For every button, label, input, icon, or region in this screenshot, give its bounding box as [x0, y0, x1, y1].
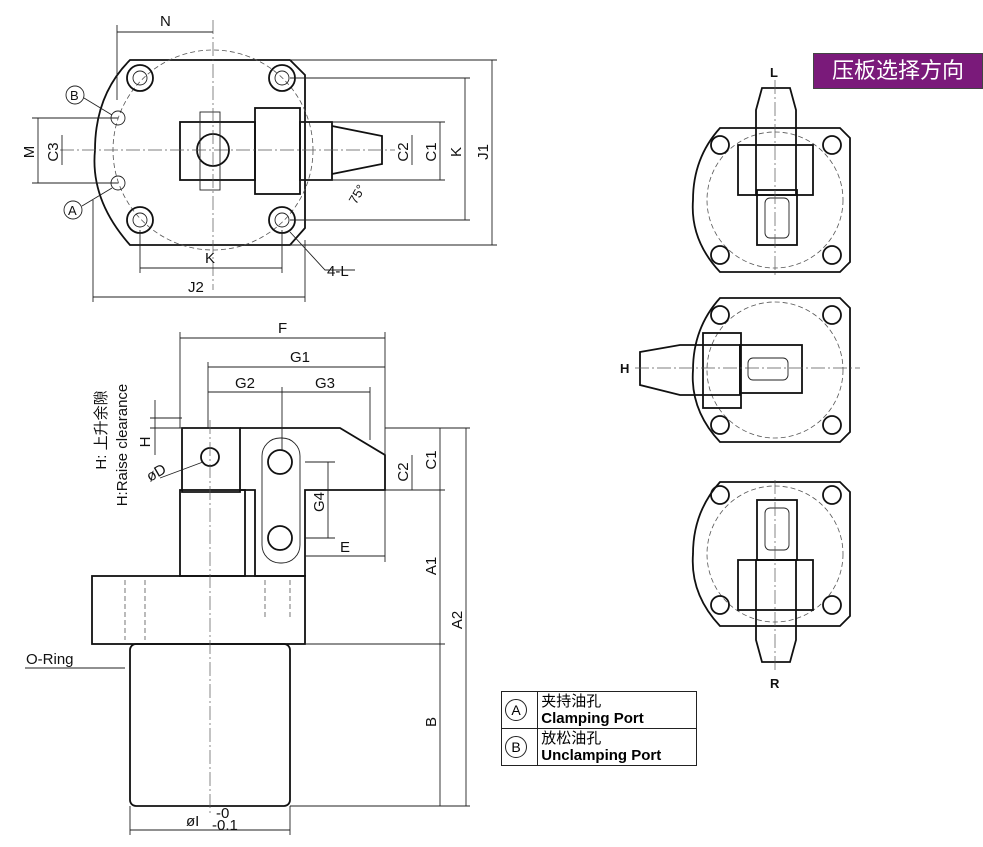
dim-H: H — [137, 437, 154, 448]
direction-selection-badge: 压板选择方向 — [813, 53, 983, 89]
dim-angle: 75° — [346, 182, 369, 207]
port-a-symbol: A — [505, 699, 527, 721]
raise-note-cn: H: 上升余隙 — [92, 390, 110, 469]
tolerance-lower: -0.1 — [212, 817, 238, 834]
dim-D: øD — [144, 461, 170, 486]
dim-C1-side: C1 — [423, 450, 440, 469]
direction-view-H: H — [620, 297, 860, 443]
legend-en: Unclamping Port — [541, 747, 662, 764]
direction-label-H: H — [620, 361, 629, 376]
dim-G1: G1 — [290, 349, 310, 366]
dim-M: M — [21, 146, 38, 159]
dim-A2: A2 — [449, 611, 466, 629]
side-view: F G1 G2 G3 H øD C2 C1 G4 E A1 A2 B O-Rin… — [25, 320, 470, 835]
dim-C3: C3 — [45, 142, 62, 161]
direction-view-L: L — [691, 65, 851, 275]
legend-cn: 夹持油孔 — [541, 692, 602, 710]
dim-G4: G4 — [311, 492, 328, 512]
dim-J2: J2 — [188, 279, 204, 296]
mounting-holes — [126, 64, 296, 234]
tolerance-upper: -0 — [216, 805, 229, 822]
dim-A1: A1 — [423, 557, 440, 575]
dim-B: B — [423, 717, 440, 727]
dim-N: N — [160, 13, 171, 30]
dim-C1: C1 — [423, 142, 440, 161]
dim-C2-side: C2 — [395, 462, 412, 481]
dim-K-bottom: K — [205, 250, 215, 267]
dim-C2: C2 — [395, 142, 412, 161]
dim-4-L: 4-L — [327, 263, 349, 280]
dim-J1: J1 — [475, 144, 492, 160]
legend-cn: 放松油孔 — [541, 729, 602, 747]
dim-G3: G3 — [315, 375, 335, 392]
port-b-marker: B — [70, 88, 79, 103]
top-view: N M C3 C2 C1 K J1 K J2 4-L 75° B A — [21, 13, 497, 302]
dim-K-right: K — [448, 147, 465, 157]
dim-F: F — [278, 320, 287, 337]
port-a-marker: A — [68, 203, 77, 218]
direction-label-R: R — [770, 676, 780, 691]
raise-note-en: H:Raise clearance — [114, 384, 131, 507]
dim-I: øI — [186, 813, 199, 830]
dim-E: E — [340, 539, 350, 556]
dim-G2: G2 — [235, 375, 255, 392]
legend-en: Clamping Port — [541, 710, 644, 727]
direction-label-L: L — [770, 65, 778, 80]
direction-view-R: R — [691, 480, 851, 691]
o-ring-label: O-Ring — [26, 651, 74, 668]
port-b-symbol: B — [505, 736, 527, 758]
